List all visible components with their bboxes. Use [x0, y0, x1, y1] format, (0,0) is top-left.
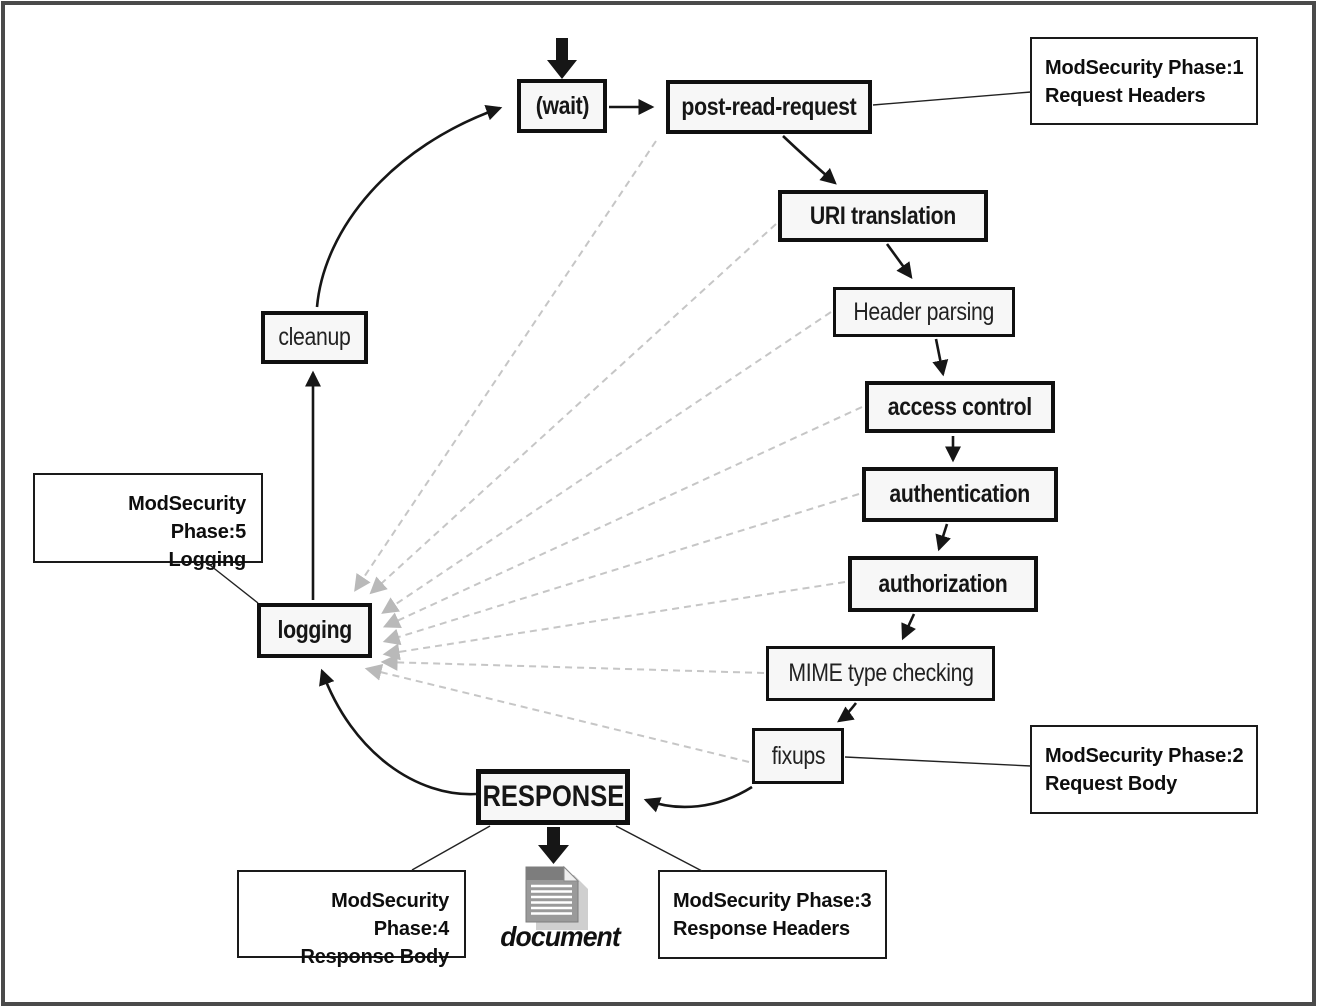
annotation-phase3: ModSecurity Phase:3 Response Headers [658, 870, 887, 959]
node-post-read-request-label: post-read-request [681, 92, 857, 121]
node-uri-translation-label: URI translation [809, 201, 957, 230]
connector-phase2 [844, 756, 1032, 767]
annotation-phase1-line2: Request Headers [1045, 85, 1206, 107]
node-response: RESPONSE [476, 769, 630, 825]
node-wait-label: (wait) [535, 91, 589, 120]
node-access-control-label: access control [887, 392, 1033, 421]
node-mime-type-checking: MIME type checking [766, 646, 995, 701]
arrow-fixups-to-response [643, 785, 753, 813]
dashed-post-read-to-logging [354, 140, 657, 592]
arrow-cleanup-to-wait [315, 104, 503, 308]
node-header-parsing-label: Header parsing [853, 297, 995, 326]
arrow-post-read-to-uri [782, 135, 837, 185]
dashed-authentication-to-logging [382, 493, 860, 646]
connector-phase3 [615, 825, 703, 872]
annotation-phase2-line2: Request Body [1045, 773, 1178, 795]
dashed-access-control-to-logging [382, 406, 863, 629]
annotation-phase3-line2: Response Headers [673, 918, 850, 940]
node-authorization-label: authorization [878, 569, 1008, 598]
dashed-uri-to-logging [369, 223, 777, 595]
response-to-document-arrow-icon [538, 827, 569, 864]
node-mime-type-checking-label: MIME type checking [787, 659, 974, 687]
annotation-phase2: ModSecurity Phase:2 Request Body [1030, 725, 1258, 814]
arrow-header-parsing-to-access [932, 338, 949, 377]
annotation-phase4: ModSecurity Phase:4 Response Body [237, 870, 466, 968]
node-logging-label: logging [277, 616, 352, 644]
annotation-phase1-line1: ModSecurity Phase:1 [1045, 57, 1244, 79]
node-response-label: RESPONSE [482, 780, 624, 813]
dashed-authorization-to-logging [382, 581, 846, 661]
annotation-phase2-line1: ModSecurity Phase:2 [1045, 745, 1244, 767]
annotation-phase3-line1: ModSecurity Phase:3 [673, 890, 872, 912]
node-authorization: authorization [848, 556, 1038, 612]
connector-phase1 [872, 91, 1032, 106]
arrow-uri-to-header-parsing [885, 243, 913, 279]
node-authentication-label: authentication [889, 480, 1031, 508]
arrow-mime-to-fixups [837, 702, 858, 723]
node-fixups: fixups [752, 728, 844, 784]
annotation-phase1: ModSecurity Phase:1 Request Headers [1030, 37, 1258, 125]
node-access-control: access control [865, 381, 1055, 433]
dashed-mime-to-logging [380, 653, 765, 674]
arrow-response-to-logging [319, 668, 477, 796]
annotation-phase4-line1: ModSecurity Phase:4 [331, 890, 449, 940]
node-uri-translation: URI translation [778, 190, 988, 242]
arrow-authentication-to-authorization [935, 523, 951, 552]
annotation-phase5: ModSecurity Phase:5 Logging [33, 473, 263, 571]
annotation-phase4-line2: Response Body [300, 946, 449, 968]
node-fixups-label: fixups [771, 741, 825, 770]
node-header-parsing: Header parsing [833, 287, 1015, 337]
dashed-header-parsing-to-logging [381, 311, 832, 614]
node-cleanup-label: cleanup [278, 323, 351, 351]
annotation-phase5-line1: ModSecurity Phase:5 [128, 493, 246, 543]
arrow-authorization-to-mime [901, 613, 917, 641]
document-label: document [500, 921, 620, 952]
node-wait: (wait) [517, 79, 607, 133]
annotation-phase5-line2: Logging [168, 549, 247, 571]
node-logging: logging [257, 603, 372, 658]
dashed-fixups-to-logging [364, 663, 750, 763]
node-cleanup: cleanup [261, 311, 368, 364]
connector-phase4 [411, 825, 491, 871]
node-post-read-request: post-read-request [666, 80, 872, 134]
incoming-request-arrow-icon [547, 38, 577, 79]
node-authentication: authentication [862, 467, 1058, 522]
